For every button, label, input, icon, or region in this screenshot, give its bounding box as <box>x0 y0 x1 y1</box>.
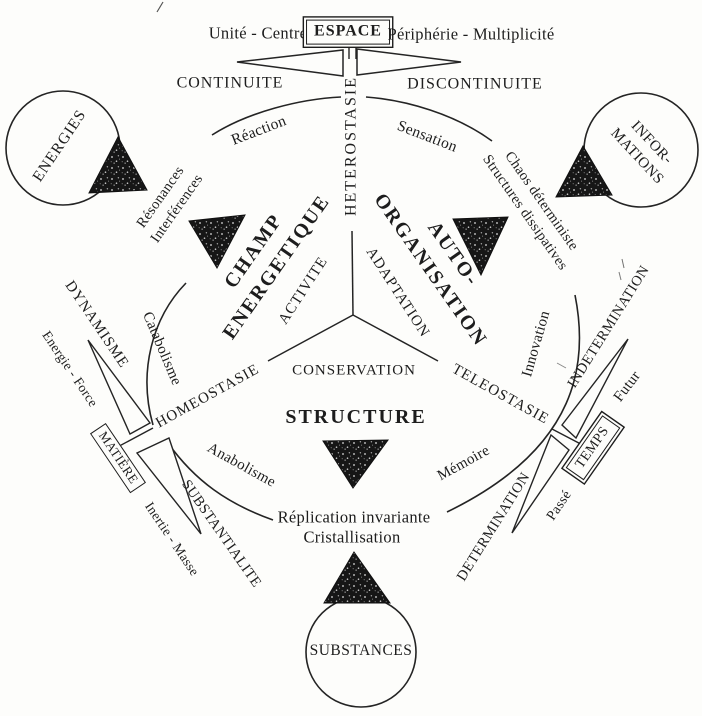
divider-line-left <box>267 314 354 362</box>
structure-triangle-icon <box>322 439 389 489</box>
determination-arrow <box>511 433 570 534</box>
label-conservation: CONSERVATION <box>292 362 416 379</box>
label-discontinuite: DISCONTINUITE <box>407 75 543 93</box>
discontinuite-arrow <box>356 48 462 76</box>
label-cristallisation: Cristallisation <box>303 527 401 547</box>
informations-triangle-icon <box>555 144 613 198</box>
label-continuite: CONTINUITE <box>176 74 284 92</box>
label-heterostasie: HETEROSTASIE <box>342 75 360 217</box>
inner-arc-bottom-left <box>167 442 274 521</box>
inner-arc-top-left <box>211 96 342 136</box>
indetermination-arrow <box>561 338 629 440</box>
scan-mark <box>618 271 622 281</box>
inner-arc-top-right <box>365 96 493 142</box>
auto-triangle-icon <box>452 216 509 277</box>
energies-triangle-icon <box>88 135 148 194</box>
title-structure: STRUCTURE <box>285 406 427 428</box>
scan-mark <box>621 258 625 269</box>
divider-line-vertical <box>351 230 354 316</box>
scan-mark <box>156 1 164 13</box>
label-substances: SUBSTANCES <box>309 641 413 659</box>
continuite-arrow <box>236 49 344 77</box>
substantialite-arrow <box>135 437 202 535</box>
scan-mark <box>556 362 567 369</box>
inner-arc-left <box>146 282 187 426</box>
inner-arc-right <box>446 294 581 513</box>
label-unite-centre: Unité - Centre <box>208 23 308 43</box>
substances-triangle-icon <box>323 551 391 604</box>
label-replication-invariante: Réplication invariante <box>277 507 431 527</box>
divider-line-right <box>352 314 439 362</box>
espace-box: ESPACE <box>306 19 390 45</box>
label-peripherie-multiplicite: Périphérie - Multiplicité <box>387 24 555 44</box>
dynamisme-arrow <box>87 339 152 435</box>
champ-triangle-icon <box>188 214 246 270</box>
